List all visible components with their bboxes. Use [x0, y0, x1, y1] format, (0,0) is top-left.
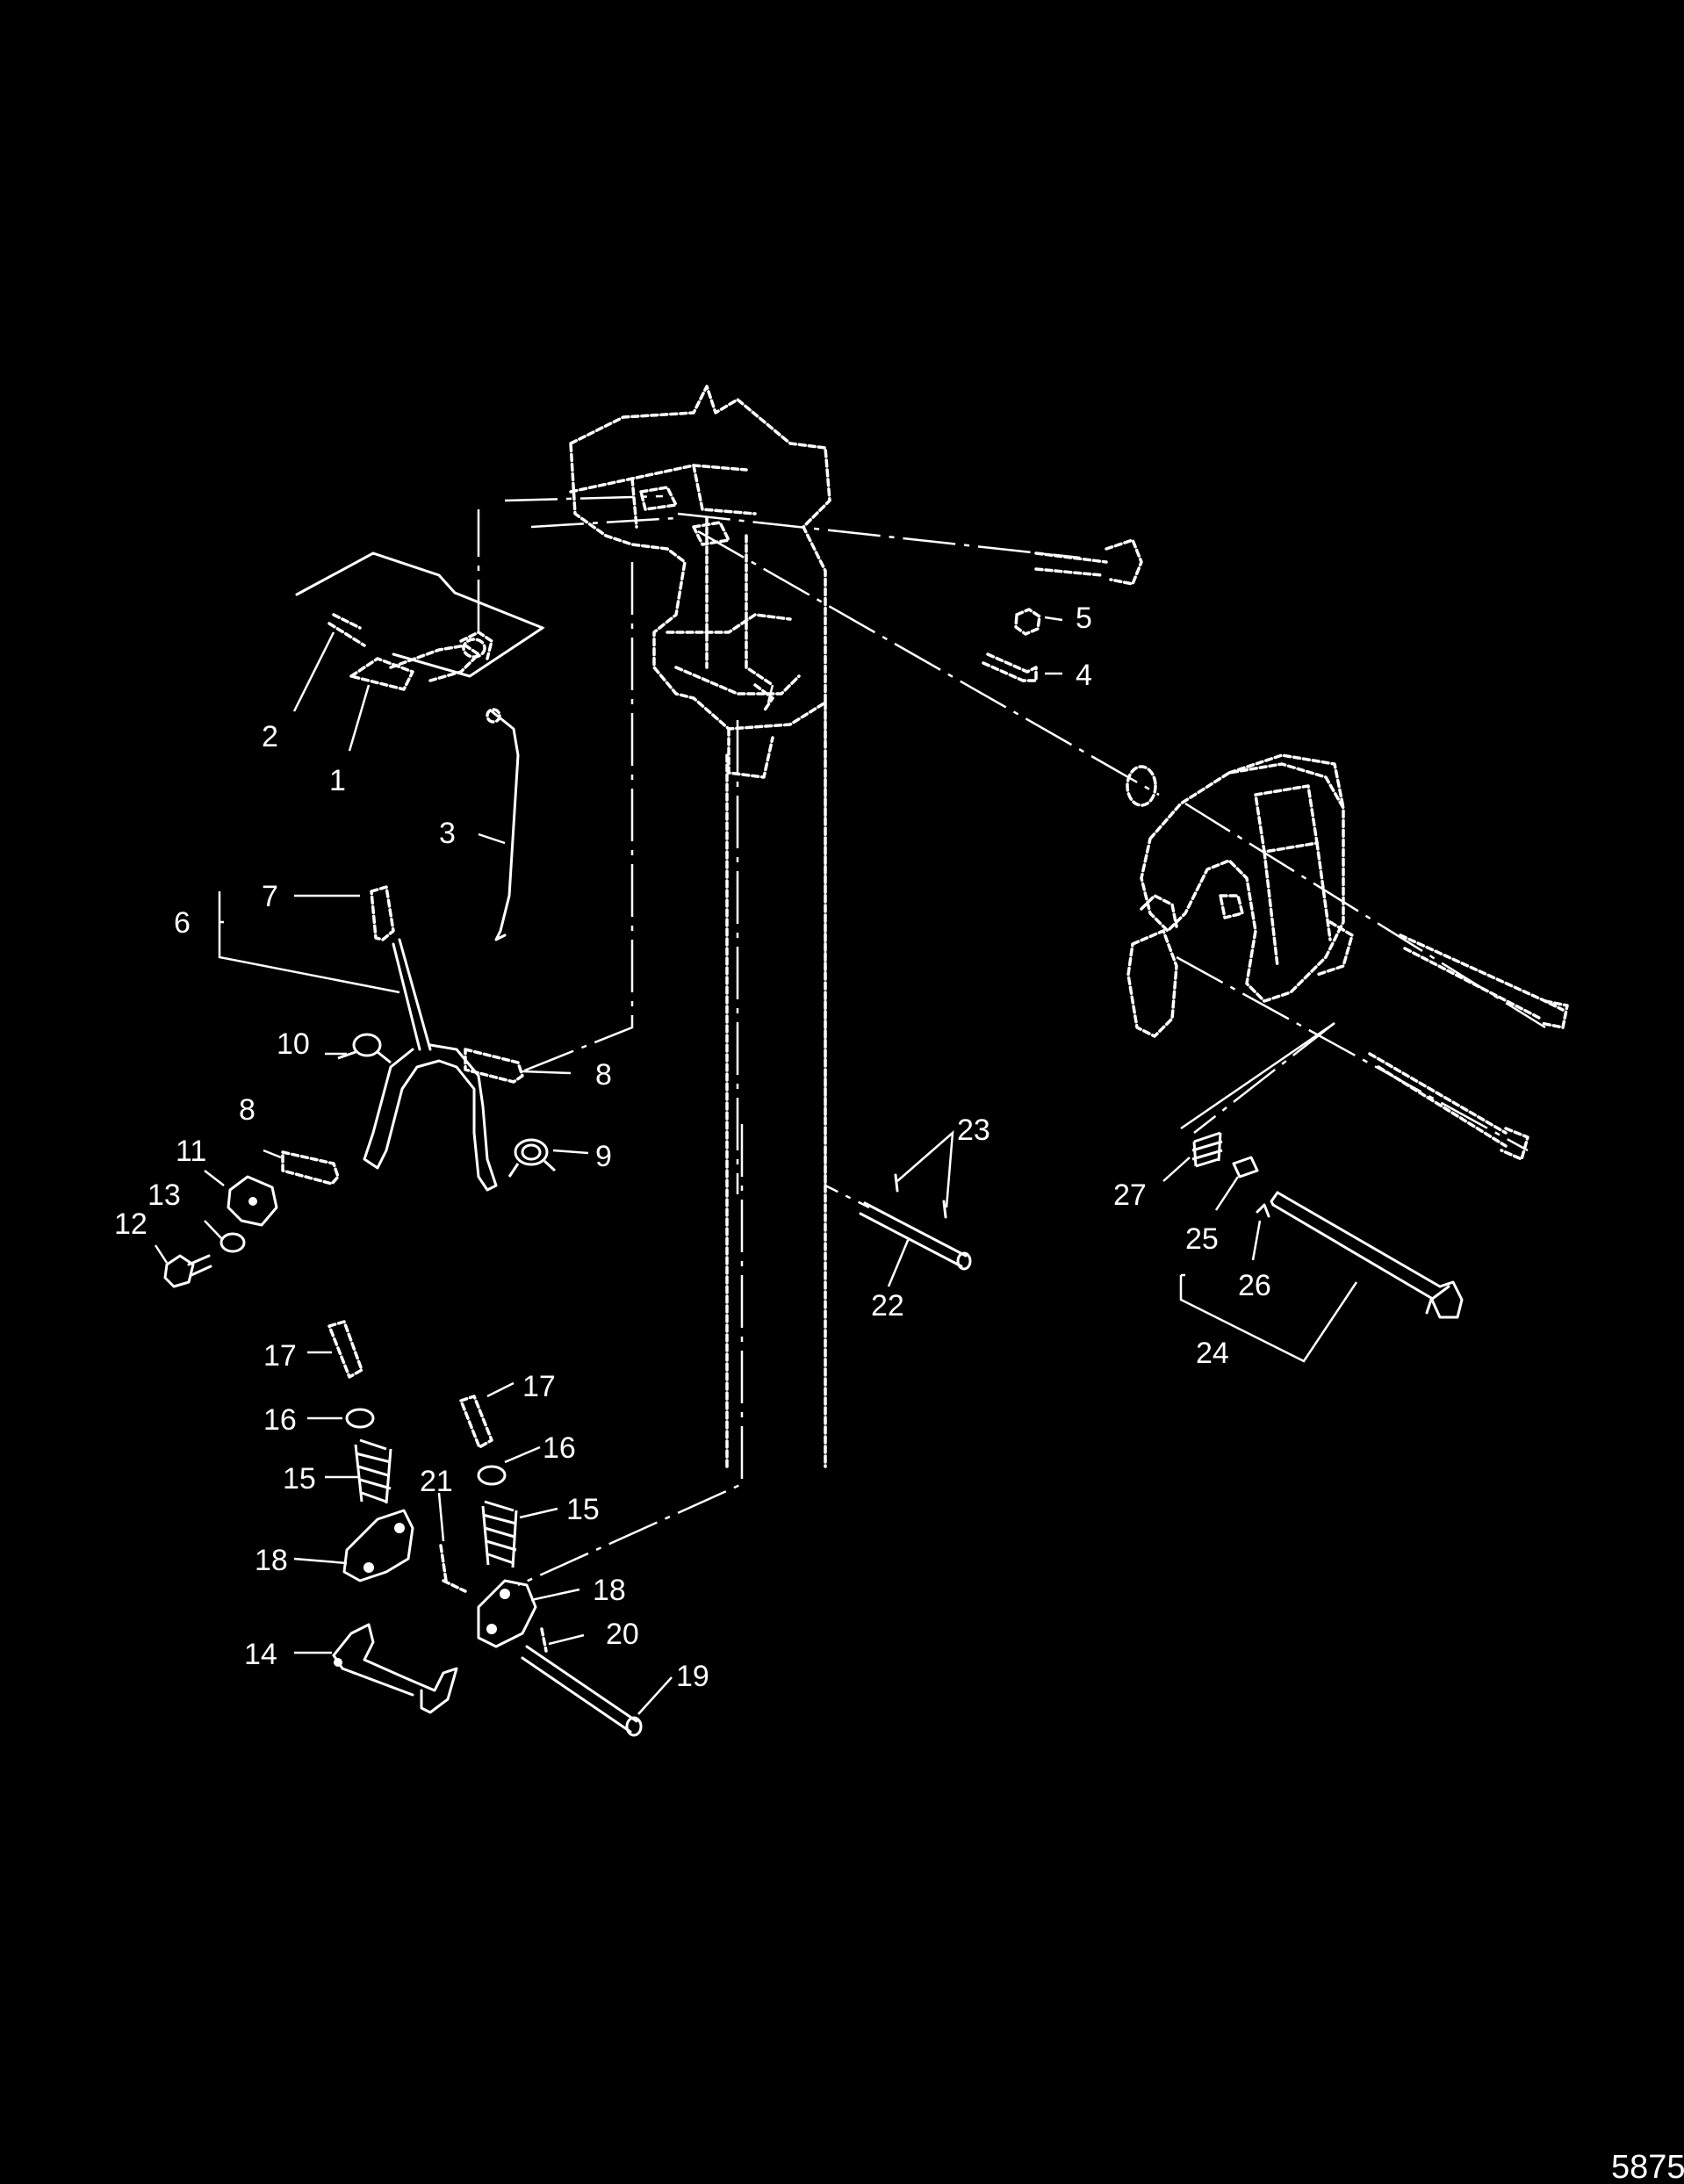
label-16a: 16 — [263, 1403, 297, 1437]
part-8a-pin — [464, 1048, 524, 1084]
part-27-spring — [1191, 1131, 1223, 1168]
figure-code: 5875 — [1611, 2149, 1684, 2184]
part-9-spring — [507, 1138, 557, 1178]
sub-assembly-bracket — [296, 551, 545, 678]
label-3: 3 — [439, 817, 456, 850]
label-20: 20 — [606, 1618, 639, 1651]
clamp-screws — [1368, 933, 1569, 1161]
label-11: 11 — [176, 1135, 206, 1168]
part-5-nut — [1014, 608, 1041, 636]
part-17b-pin — [459, 1395, 493, 1449]
label-24: 24 — [1196, 1337, 1229, 1370]
part-15b-spring — [481, 1500, 518, 1568]
label-8a: 8 — [595, 1058, 612, 1092]
part-25-clip — [1232, 1156, 1259, 1178]
part-17a-pin — [327, 1320, 363, 1379]
swivel-bracket — [569, 385, 831, 779]
tilt-tube-pin — [1034, 538, 1143, 586]
part-26-clip — [1256, 1203, 1270, 1218]
clamp-bracket — [1126, 753, 1354, 1038]
label-13: 13 — [148, 1178, 181, 1212]
label-14: 14 — [244, 1638, 277, 1671]
label-18b: 18 — [593, 1574, 626, 1607]
label-2: 2 — [262, 720, 278, 753]
label-27: 27 — [1113, 1178, 1147, 1212]
label-17b: 17 — [522, 1370, 556, 1403]
part-19-shaft — [521, 1645, 643, 1737]
part-20-pin — [540, 1627, 548, 1653]
part-6-lever-rod — [363, 938, 498, 1192]
part-3-link-rod — [486, 708, 520, 941]
label-1: 1 — [329, 764, 346, 797]
part-11-retainer — [227, 1175, 278, 1227]
part-16a-washer — [345, 1408, 375, 1429]
part-12-screw — [163, 1254, 212, 1288]
label-8b: 8 — [239, 1093, 255, 1127]
label-5: 5 — [1076, 602, 1092, 635]
label-26: 26 — [1238, 1269, 1271, 1302]
label-17a: 17 — [263, 1339, 297, 1373]
label-22: 22 — [871, 1289, 904, 1323]
label-21: 21 — [420, 1465, 453, 1498]
callout-labels: 1 2 3 4 5 6 7 8 8 9 10 11 12 13 14 15 15… — [114, 602, 1684, 2184]
part-10-spring — [337, 1033, 392, 1064]
label-15b: 15 — [566, 1493, 600, 1526]
leader-lines — [154, 616, 1358, 1715]
label-4: 4 — [1076, 659, 1092, 692]
part-14-shift-lever — [332, 1623, 458, 1714]
label-9: 9 — [595, 1140, 612, 1173]
part-7-handle-grip — [370, 885, 395, 941]
part-24-tilt-lever — [1270, 1191, 1464, 1319]
part-16b-washer — [477, 1465, 507, 1486]
label-25: 25 — [1185, 1222, 1219, 1256]
label-15a: 15 — [283, 1462, 316, 1496]
part-22-pin — [859, 1201, 972, 1271]
label-6: 6 — [174, 906, 191, 940]
thrust-washer — [1126, 765, 1157, 807]
part-18a-arm — [342, 1509, 414, 1582]
label-18a: 18 — [255, 1544, 288, 1577]
part-8b-pin — [281, 1150, 340, 1186]
label-7: 7 — [262, 880, 278, 913]
alignment-lines — [477, 494, 1546, 1587]
part-4-bolt — [982, 652, 1038, 682]
part-23-clips — [894, 1173, 947, 1219]
label-10: 10 — [277, 1027, 310, 1061]
part-15a-spring — [354, 1438, 392, 1504]
part-13-washer — [219, 1232, 246, 1253]
label-16b: 16 — [543, 1431, 576, 1465]
part-18b-arm — [477, 1579, 537, 1648]
label-23: 23 — [957, 1114, 990, 1147]
label-12: 12 — [114, 1207, 148, 1241]
label-19: 19 — [676, 1660, 709, 1693]
part-21-pin — [439, 1544, 467, 1593]
